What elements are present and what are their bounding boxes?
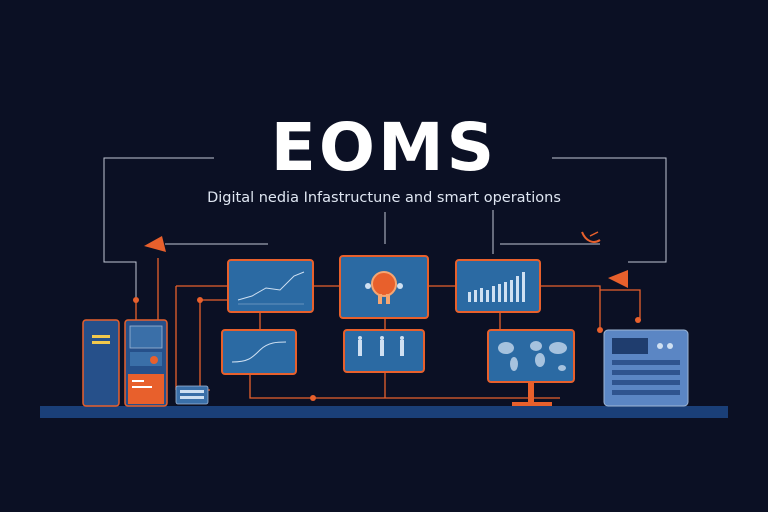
line-chart-monitor-icon (227, 259, 314, 313)
control-rack-icon (124, 319, 168, 407)
award-badge-monitor-icon (339, 255, 429, 319)
network-switch-icon (175, 385, 209, 405)
figures-monitor-icon (343, 329, 425, 373)
floor-platform (40, 406, 728, 418)
page-title: EOMS (270, 109, 498, 186)
orange-wires (135, 258, 641, 399)
server-tower-icon (82, 319, 120, 407)
satellite-dish-icon (581, 231, 601, 243)
world-map-monitor-icon (487, 329, 575, 406)
speaker-cone-icon (144, 236, 628, 288)
bar-chart-monitor-icon (455, 259, 541, 313)
page-subtitle: Digital nedia Infastructune and smart op… (207, 190, 561, 206)
connector-nodes (133, 297, 641, 401)
outer-connectors (103, 157, 667, 300)
wave-chart-monitor-icon (221, 329, 297, 375)
server-unit-icon (603, 329, 689, 407)
